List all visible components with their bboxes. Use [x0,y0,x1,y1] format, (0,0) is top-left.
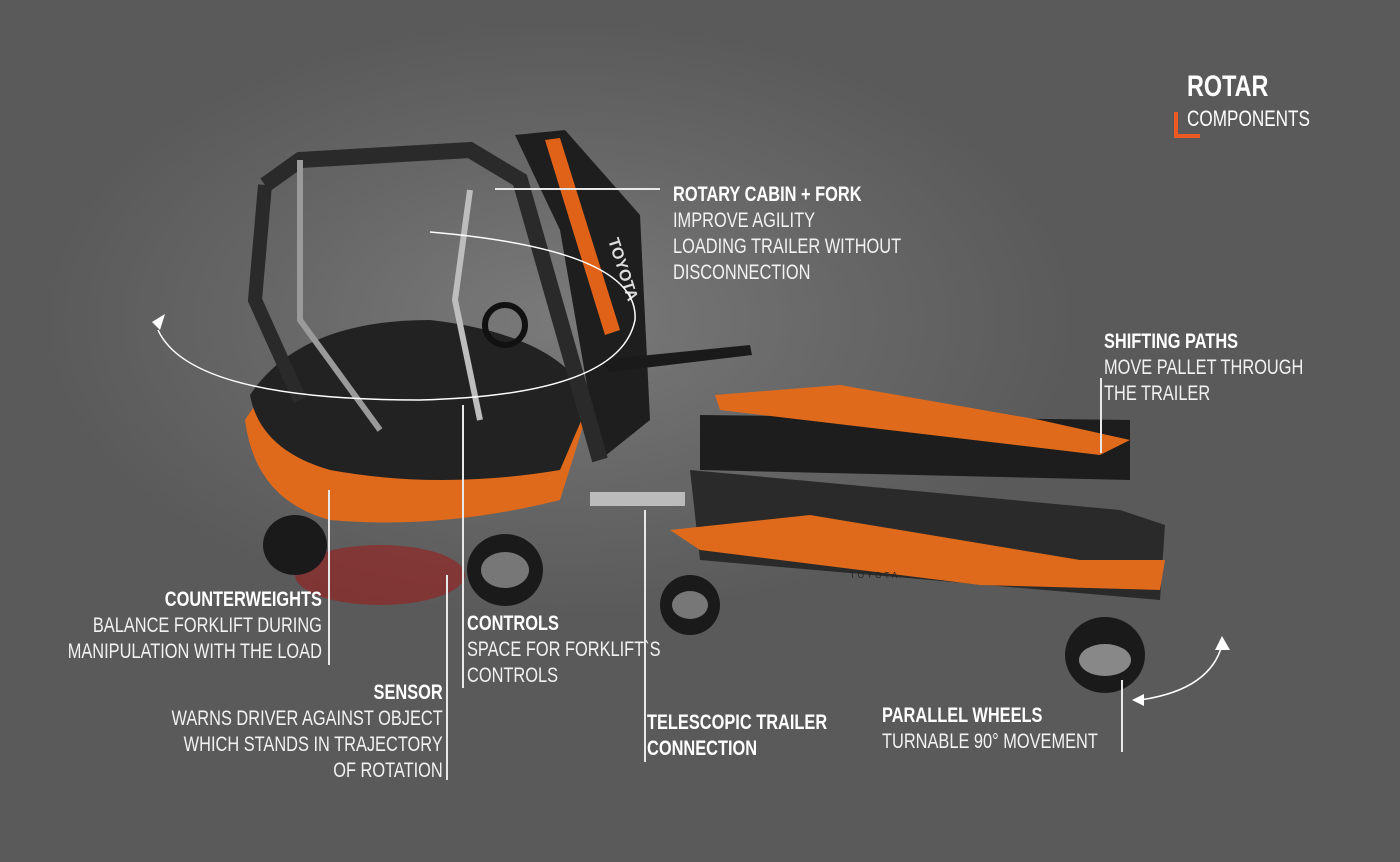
cabin-frame [260,141,608,463]
brand-subtitle: COMPONENTS [1187,106,1310,131]
annotation-line: IMPROVE AGILITY [673,209,816,232]
trailer-rail-front [670,515,1165,590]
wheel [263,515,327,575]
annotation-line: SPACE FOR FORKLIFT`S [467,638,661,661]
fork [600,345,752,372]
annotation-line: WHICH STANDS IN TRAJECTORY [183,733,443,756]
leader-rotary [495,188,660,190]
annotation-title: COUNTERWEIGHTS [164,588,322,611]
annotation-controls: CONTROLS SPACE FOR FORKLIFT`S CONTROLS [467,611,715,689]
annotation-title: ROTARY CABIN + FORK [673,183,862,206]
leader-shifting [1100,378,1102,453]
leader-telescopic [644,510,646,762]
annotation-line: TURNABLE 90° MOVEMENT [882,730,1098,753]
annotation-counterweights: COUNTERWEIGHTS BALANCE FORKLIFT DURING M… [0,587,322,665]
annotation-telescopic: TELESCOPIC TRAILER CONNECTION [647,710,878,762]
brand-corner-mark [1174,112,1200,138]
leader-sensor [446,575,448,780]
mast [515,130,650,460]
annotation-line: OF ROTATION [333,759,443,782]
annotation-line: CONTROLS [467,664,559,687]
sensor-field [295,545,465,605]
telescopic-connector [590,492,685,506]
annotation-title: CONTROLS [467,612,559,635]
annotation-line: THE TRAILER [1104,382,1211,405]
annotation-line: BALANCE FORKLIFT DURING [92,614,322,637]
leader-counterweights [328,490,330,665]
annotation-sensor: SENSOR WARNS DRIVER AGAINST OBJECT WHICH… [95,680,443,784]
rotation-arrow [157,231,636,401]
annotation-title: SHIFTING PATHS [1104,330,1239,353]
wheel-turn-arrow [1139,644,1223,701]
annotation-line: MANIPULATION WITH THE LOAD [67,640,322,663]
annotation-line: DISCONNECTION [673,261,811,284]
trailer-logo: TOYOTA [850,571,900,580]
annotation-title: TELESCOPIC TRAILER [647,711,828,734]
brand-name: ROTAR [1187,70,1269,103]
annotation-shifting-paths: SHIFTING PATHS MOVE PALLET THROUGH THE T… [1104,329,1360,407]
leader-wheels [1121,680,1123,752]
brand-title: ROTAR COMPONENTS [1187,70,1345,132]
annotation-title: PARALLEL WHEELS [882,704,1043,727]
steering-wheel [482,302,528,348]
annotation-parallel-wheels: PARALLEL WHEELS TURNABLE 90° MOVEMENT [882,703,1159,755]
annotation-line: WARNS DRIVER AGAINST OBJECT [171,707,443,730]
annotation-line: MOVE PALLET THROUGH [1104,356,1304,379]
annotation-title: CONNECTION [647,737,758,760]
leader-controls [462,405,464,688]
annotation-title: SENSOR [373,681,443,704]
annotation-rotary-cabin: ROTARY CABIN + FORK IMPROVE AGILITY LOAD… [673,182,965,286]
annotation-line: LOADING TRAILER WITHOUT [673,235,902,258]
